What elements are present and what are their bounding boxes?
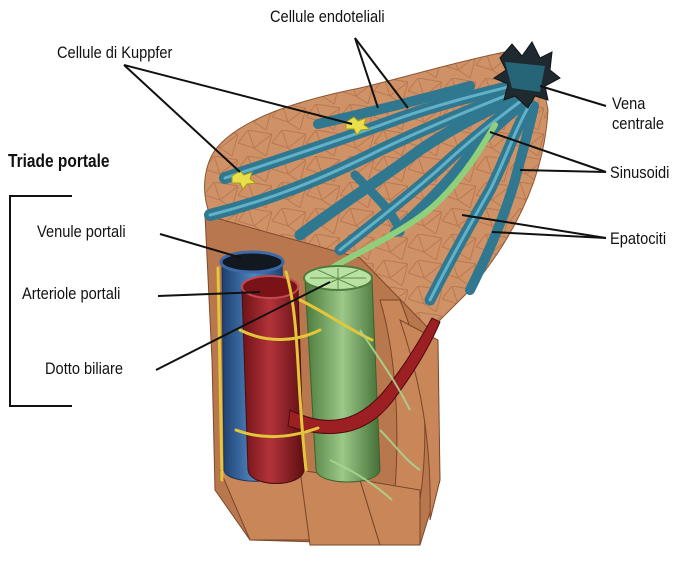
- leader-vena: [540, 86, 606, 106]
- label-vena-centrale: Vena centrale: [612, 94, 664, 133]
- label-sinusoids: Sinusoidi: [610, 163, 669, 183]
- label-vena-line1: Vena: [612, 94, 664, 114]
- label-hepatocytes: Epatociti: [610, 229, 666, 249]
- label-portal-arterioles: Arteriole portali: [22, 284, 120, 304]
- label-portal-venules: Venule portali: [37, 222, 126, 242]
- leader-kupffer-1: [124, 65, 240, 172]
- label-bile-duct: Dotto biliare: [45, 359, 123, 379]
- label-vena-line2: centrale: [612, 114, 664, 134]
- leader-kupffer-2: [124, 65, 352, 124]
- label-endothelial: Cellule endoteliali: [270, 7, 385, 27]
- label-kupffer: Cellule di Kuppfer: [57, 43, 172, 63]
- label-portal-triad: Triade portale: [8, 151, 110, 172]
- bile-duct-column: [305, 270, 380, 483]
